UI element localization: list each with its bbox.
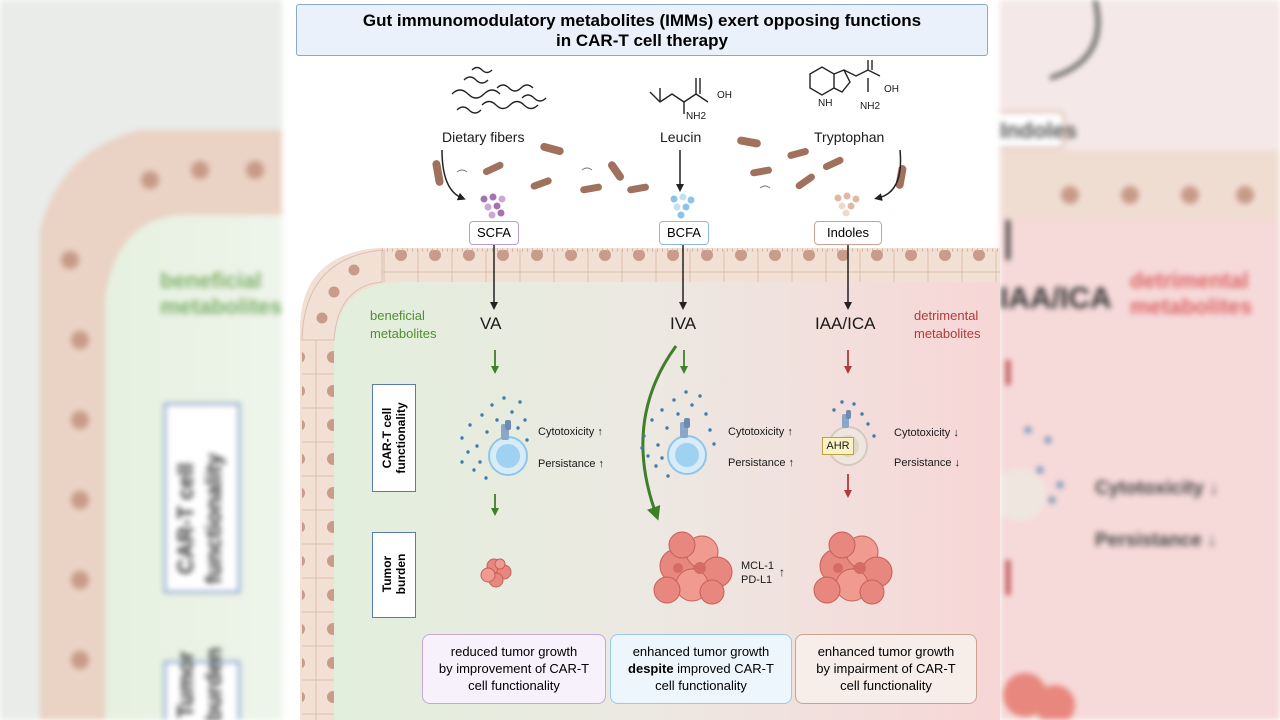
mcl1-pdl1-label: MCL-1 PD-L1 [741,560,775,586]
scfa-box: SCFA [469,221,519,245]
epithelium-left [302,340,334,720]
figure-title-box: Gut immunomodulatory metabolites (IMMs) … [296,4,988,56]
dietary-fibers-label: Dietary fibers [442,129,525,145]
tumor-burden-row-label: Tumor burden [372,532,416,618]
tumor-right [813,531,893,605]
iva-label: IVA [670,314,697,333]
conclusion-right: enhanced tumor growth by impairment of C… [795,634,977,704]
right-persistance-label: Persistance ↓ [894,457,961,469]
background-cart-label: CAR-T cell functionality [173,453,226,584]
tryptophan-label: Tryptophan [814,129,885,145]
cart-cell-middle [667,418,707,475]
tumor-middle [653,531,733,605]
cart-cell-left [488,420,528,476]
leucin-oh-label: OH [717,90,732,101]
background-indoles-label: Indoles [1000,118,1078,143]
figure-panel: Gut immunomodulatory metabolites (IMMs) … [282,0,1000,720]
background-right-panel: Indoles IAA/ICA detrimental metabolites … [1000,0,1280,720]
background-beneficial-label: beneficial metabolites [160,268,282,319]
figure-title-line-2: in CAR-T cell therapy [556,31,728,50]
leucin-structure-icon [649,78,709,114]
conclusion-left: reduced tumor growth by improvement of C… [422,634,606,704]
detrimental-metabolites-label: detrimental metabolites [914,308,981,341]
background-detrimental-label: detrimental metabolites [1130,268,1253,319]
cytokine-dots-middle [640,390,716,478]
bacteria-group [432,136,907,194]
leucin-nh2-label: NH2 [686,111,707,122]
ahr-receptor-label: AHR [822,437,854,455]
background-right-art [1000,0,1280,720]
arrow-fibers-to-scfa [441,149,466,201]
mcl1-pdl1-up-arrow: ↑ [779,565,785,579]
cytokine-dots-right [832,400,876,438]
bcfa-molecules-icon [670,193,695,219]
middle-persistance-label: Persistance ↑ [728,457,795,469]
background-persistance-label: Persistance ↓ [1095,530,1217,551]
leucin-label: Leucin [660,129,702,145]
tumor-small [480,558,512,588]
middle-cytotoxicity-label: Cytotoxicity ↑ [728,426,793,438]
background-cytotoxicity-label: Cytotoxicity ↓ [1095,478,1219,499]
beneficial-metabolites-label: beneficial metabolites [370,308,437,341]
background-left-art [40,130,282,720]
scfa-molecules-icon [480,193,506,219]
cytokine-dots-left [460,396,529,480]
tryptophan-nh-label: NH [818,98,833,109]
bcfa-box: BCFA [659,221,709,245]
tryptophan-oh-label: OH [884,84,899,95]
left-cytotoxicity-label: Cytotoxicity ↑ [538,426,603,438]
conclusion-middle: enhanced tumor growth despite improved C… [610,634,792,704]
background-tumor-label: Tumor burden [173,647,226,720]
left-persistance-label: Persistance ↑ [538,458,605,470]
epithelium-top [382,250,1000,282]
dietary-fibers-icon [451,66,547,114]
background-left-panel: beneficial metabolites CAR-T cell functi… [0,0,282,720]
background-iaa-label: IAA/ICA [1000,282,1112,315]
cart-functionality-row-label: CAR-T cell functionality [372,384,416,492]
arrow-iva-to-tumor [641,345,678,521]
tryptophan-nh2-label: NH2 [860,101,881,112]
iaa-ica-label: IAA/ICA [815,314,876,333]
tryptophan-structure-icon [809,60,881,96]
indoles-molecules-icon [834,192,860,217]
va-label: VA [480,314,502,333]
right-cytotoxicity-label: Cytotoxicity ↓ [894,427,959,439]
figure-title-line-1: Gut immunomodulatory metabolites (IMMs) … [362,11,922,30]
indoles-box: Indoles [814,221,882,245]
arrow-tryptophan-to-indoles [874,149,902,201]
